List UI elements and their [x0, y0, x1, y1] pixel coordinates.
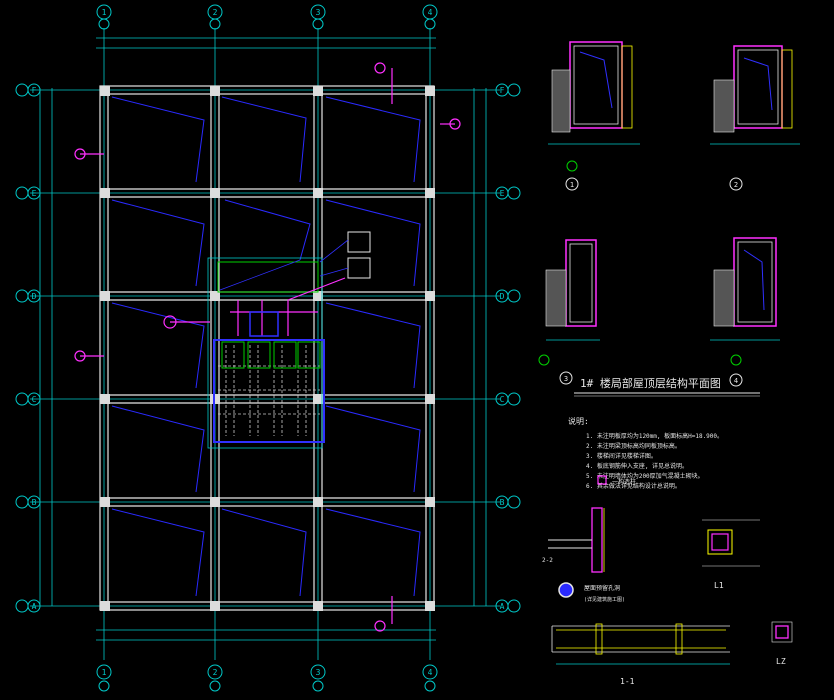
plan-title: 1# 楼局部屋顶层结构平面图 — [580, 376, 721, 390]
grid-label-right-E: E — [500, 189, 505, 198]
dimension-lines — [30, 28, 500, 660]
section-label-b: 2-2 — [542, 557, 553, 564]
grid-bubbles-top — [96, 4, 438, 692]
note-line: 6. 其余做法详见结构设计总说明。 — [586, 482, 681, 490]
grid-label-right-F: F — [500, 86, 505, 95]
floor-plan: 1 2 3 4 1 2 3 4 F E D C B A F E D C B A — [15, 4, 521, 692]
hole-note: (详见建筑施工图) — [584, 596, 625, 603]
detail-callout-2 — [729, 373, 743, 387]
note-line: 3. 楼梯间详见楼梯详图。 — [586, 452, 657, 460]
wall-details: 1 2 3 4 — [538, 41, 800, 387]
grid-label-left-C: C — [32, 395, 37, 404]
grid-label-left-B: B — [32, 498, 37, 507]
hole-symbol — [558, 582, 574, 598]
grid-label-top-4: 4 — [428, 8, 433, 17]
detail-callout-label-4: 4 — [734, 377, 738, 385]
grid-label-left-F: F — [32, 86, 37, 95]
grid-label-right-D: D — [500, 292, 505, 301]
legend-label: 一构造柱 — [612, 478, 636, 486]
detail-3 — [538, 239, 600, 366]
design-notes: 说明: 1. 未注明板厚均为120mm, 板面标高H=18.900。 2. 未注… — [568, 416, 723, 490]
grid-label-left-A: A — [32, 602, 37, 611]
l1-label: L1 — [714, 581, 724, 590]
hole-label: 屋面预留孔洞 — [584, 584, 620, 592]
grid-label-right-C: C — [500, 395, 505, 404]
grid-bubbles-side — [15, 83, 521, 613]
lz-label: LZ — [776, 657, 786, 666]
grid-label-bottom-3: 3 — [316, 668, 321, 677]
detail-callout-label-3: 3 — [564, 375, 568, 383]
lower-details: L1 屋面预留孔洞 (详见建筑施工图) 1-1 2-2 LZ — [542, 507, 793, 686]
detail-2 — [710, 45, 800, 191]
grid-label-top-3: 3 — [316, 8, 321, 17]
stair-core — [207, 231, 371, 449]
detail-callout-1 — [559, 371, 573, 385]
grid-label-bottom-2: 2 — [213, 668, 218, 677]
beam-lines — [99, 85, 435, 611]
section-markers — [74, 62, 461, 632]
detail-callout-label-2: 2 — [734, 181, 738, 189]
detail-4 — [710, 237, 780, 366]
grid-labels: 1 2 3 4 1 2 3 4 F E D C B A F E D C B A — [32, 8, 505, 677]
note-line: 2. 未注明梁顶标高均同板顶标高。 — [586, 442, 681, 450]
note-line: 5. 未注明墙体均为200厚加气混凝土砌块。 — [586, 472, 704, 480]
grid-label-top-1: 1 — [102, 8, 107, 17]
grid-label-right-A: A — [500, 602, 505, 611]
grid-label-bottom-4: 4 — [428, 668, 433, 677]
notes-title: 说明: — [568, 416, 589, 426]
grid-label-right-B: B — [500, 498, 505, 507]
note-line: 4. 板底钢筋伸入支座, 详见总说明。 — [586, 462, 688, 470]
grid-label-left-D: D — [32, 292, 37, 301]
grid-label-bottom-1: 1 — [102, 668, 107, 677]
slab-rebar — [111, 96, 421, 597]
columns — [100, 86, 435, 611]
grid-label-top-2: 2 — [213, 8, 218, 17]
detail-1 — [548, 41, 640, 191]
grid-label-left-E: E — [32, 189, 37, 198]
note-line: 1. 未注明板厚均为120mm, 板面标高H=18.900。 — [586, 432, 723, 440]
detail-callout-label-1: 1 — [570, 181, 574, 189]
section-label: 1-1 — [620, 677, 635, 686]
